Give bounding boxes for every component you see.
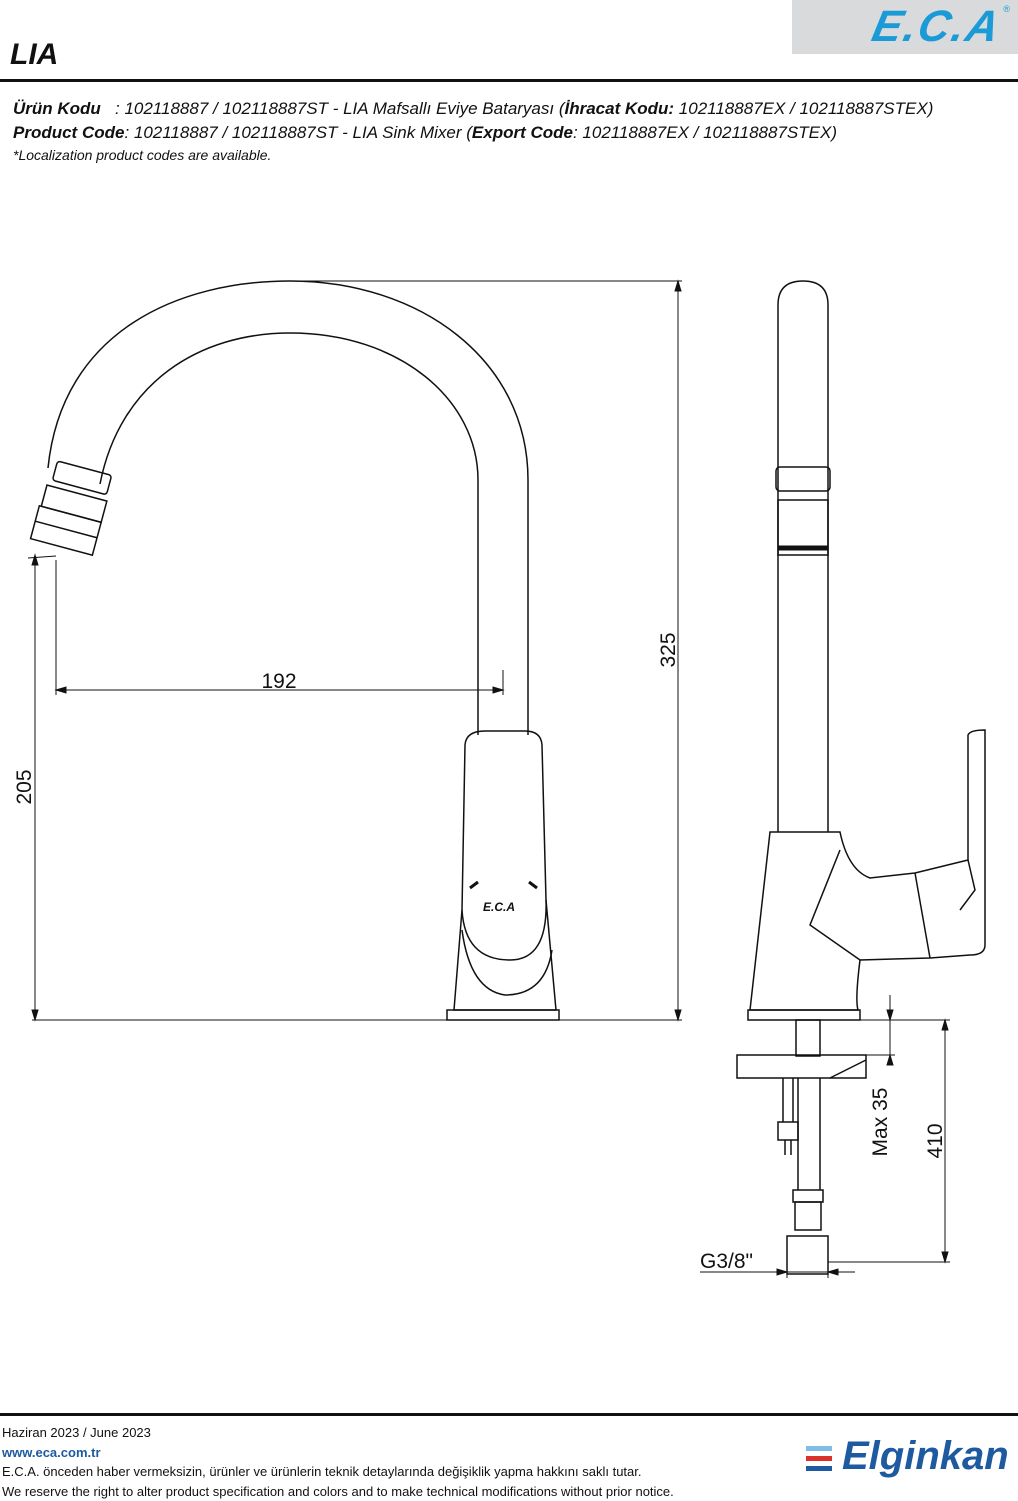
dim-height-325: 325 bbox=[657, 632, 680, 667]
faucet-base-front bbox=[454, 900, 556, 1010]
hose-nut bbox=[787, 1236, 828, 1274]
aerator-ring bbox=[776, 467, 830, 491]
disclaimer-tr: E.C.A. önceden haber vermeksizin, ürünle… bbox=[2, 1462, 674, 1482]
footer: Haziran 2023 / June 2023 www.eca.com.tr … bbox=[2, 1423, 674, 1501]
dim-max-35: Max 35 bbox=[869, 1088, 892, 1157]
front-view: E.C.A bbox=[31, 281, 559, 1020]
disclaimer-en: We reserve the right to alter product sp… bbox=[2, 1482, 674, 1501]
elginkan-text: Elginkan bbox=[842, 1434, 1009, 1479]
spout-side bbox=[778, 281, 828, 832]
side-view bbox=[737, 281, 985, 1274]
footer-date: Haziran 2023 / June 2023 bbox=[2, 1423, 674, 1443]
dim-thread: G3/8" bbox=[700, 1250, 753, 1273]
faucet-body-side bbox=[750, 730, 985, 1010]
footer-divider bbox=[0, 1413, 1018, 1416]
dim-spout-205: 205 bbox=[13, 769, 36, 804]
spout-outer bbox=[48, 281, 528, 735]
website-link[interactable]: www.eca.com.tr bbox=[2, 1443, 674, 1463]
aerator bbox=[31, 459, 114, 555]
dim-hose-410: 410 bbox=[924, 1123, 947, 1158]
base-plate-front bbox=[447, 1010, 559, 1020]
base-plate-side bbox=[748, 1010, 860, 1020]
mounting-plate bbox=[737, 1055, 866, 1078]
dim-reach-192: 192 bbox=[261, 670, 296, 693]
dimensions bbox=[28, 281, 950, 1278]
body-logo: E.C.A bbox=[483, 900, 515, 914]
faucet-body-front bbox=[462, 731, 546, 960]
